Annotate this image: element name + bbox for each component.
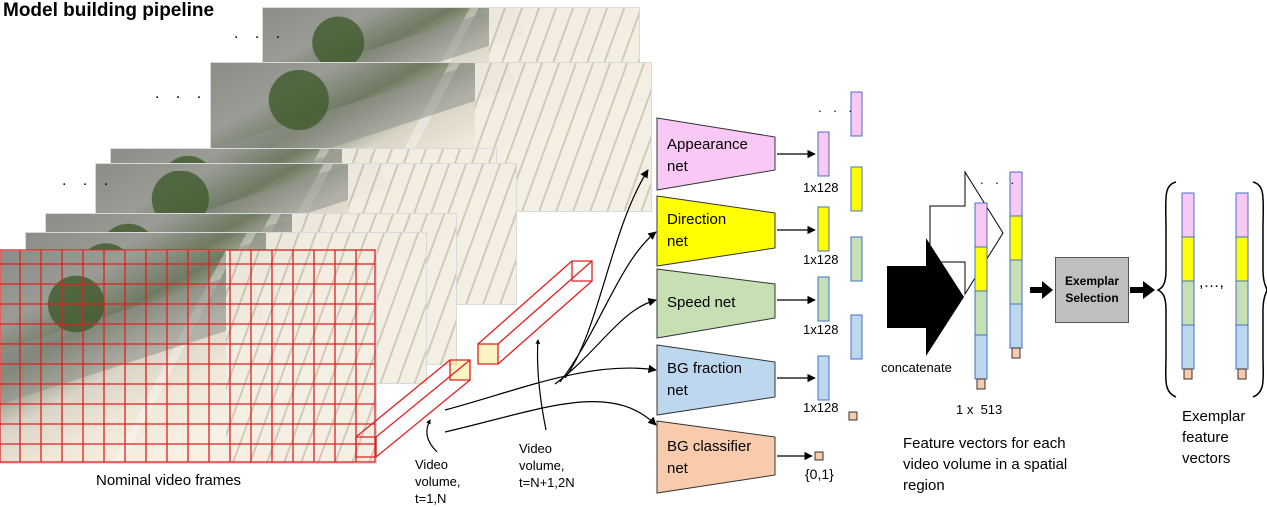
left-brace bbox=[1156, 181, 1177, 398]
appearance-vector-next bbox=[850, 91, 863, 137]
bg-class-output-label: {0,1} bbox=[805, 466, 834, 482]
to-exemplar-arrow bbox=[1030, 281, 1053, 299]
direction-vector-next bbox=[850, 166, 863, 212]
appearance-net-shape bbox=[656, 117, 776, 191]
speed-net-label: Speed net bbox=[667, 294, 736, 311]
bg-class-output bbox=[814, 451, 824, 461]
bg-classifier-net-label: BG classifier net bbox=[667, 438, 752, 477]
appearance-vector bbox=[817, 131, 830, 177]
video-volume-1 bbox=[355, 359, 471, 458]
bg-fraction-dim-label: 1x128 bbox=[803, 400, 839, 415]
concatenate-label: concatenate bbox=[881, 360, 952, 375]
speed-net-shape bbox=[656, 268, 776, 339]
concatenate-arrow bbox=[887, 238, 964, 356]
net-output-arrows bbox=[777, 149, 816, 461]
diagram-title: Model building pipeline bbox=[3, 0, 215, 21]
spatial-grid bbox=[0, 249, 376, 463]
outputs-ellipsis: . . . bbox=[818, 100, 857, 115]
volume-1-pointer bbox=[426, 419, 438, 453]
features-ellipsis: . . . bbox=[980, 172, 1019, 187]
video-volume-2 bbox=[477, 260, 593, 365]
video-volume-2-label: Video volume, t=N+1,2N bbox=[519, 441, 575, 490]
exemplar-vector-1 bbox=[1181, 192, 1195, 380]
exemplar-selection-label: Exemplar Selection bbox=[1064, 274, 1120, 305]
direction-dim-label: 1x128 bbox=[803, 252, 839, 267]
feature-vectors-caption: Feature vectors for each video volume in… bbox=[903, 435, 1068, 494]
feature-vector bbox=[974, 202, 988, 390]
video-volume-1-label: Video volume, t=1,N bbox=[415, 457, 461, 506]
speed-vector-next bbox=[850, 236, 863, 282]
appearance-dim-label: 1x128 bbox=[803, 180, 839, 195]
bg-fraction-net-label: BG fraction net bbox=[667, 360, 743, 399]
from-exemplar-arrow bbox=[1130, 281, 1155, 299]
bg-class-output-next bbox=[848, 411, 858, 421]
exemplar-selection-box: Exemplar Selection bbox=[1055, 257, 1129, 323]
frames-ellipsis-2: . . . bbox=[155, 85, 208, 102]
appearance-net-label: Appearance net bbox=[667, 136, 748, 175]
feature-size-label: 1 x 513 bbox=[956, 402, 1003, 417]
exemplar-separator: ,…, bbox=[1199, 274, 1224, 291]
direction-net-label: Direction net bbox=[667, 211, 727, 250]
bg-fraction-vector bbox=[817, 355, 830, 401]
exemplar-caption: Exemplar feature vectors bbox=[1182, 408, 1246, 467]
volume-2-pointer bbox=[535, 339, 547, 431]
feature-vector-next bbox=[1009, 171, 1023, 359]
frames-ellipsis-1: . . . bbox=[234, 25, 287, 42]
frames-ellipsis-3: . . . bbox=[62, 172, 115, 189]
speed-vector bbox=[817, 276, 830, 322]
exemplar-vector-n bbox=[1235, 192, 1249, 380]
right-brace bbox=[1252, 181, 1267, 398]
bg-fraction-net-shape bbox=[656, 344, 776, 416]
direction-net-shape bbox=[656, 195, 776, 267]
frames-caption: Nominal video frames bbox=[96, 472, 242, 489]
direction-vector bbox=[817, 206, 830, 252]
bg-classifier-net-shape bbox=[656, 420, 776, 494]
speed-dim-label: 1x128 bbox=[803, 322, 839, 337]
volume-to-net-arrows bbox=[444, 169, 657, 433]
bg-fraction-vector-next bbox=[850, 314, 863, 360]
